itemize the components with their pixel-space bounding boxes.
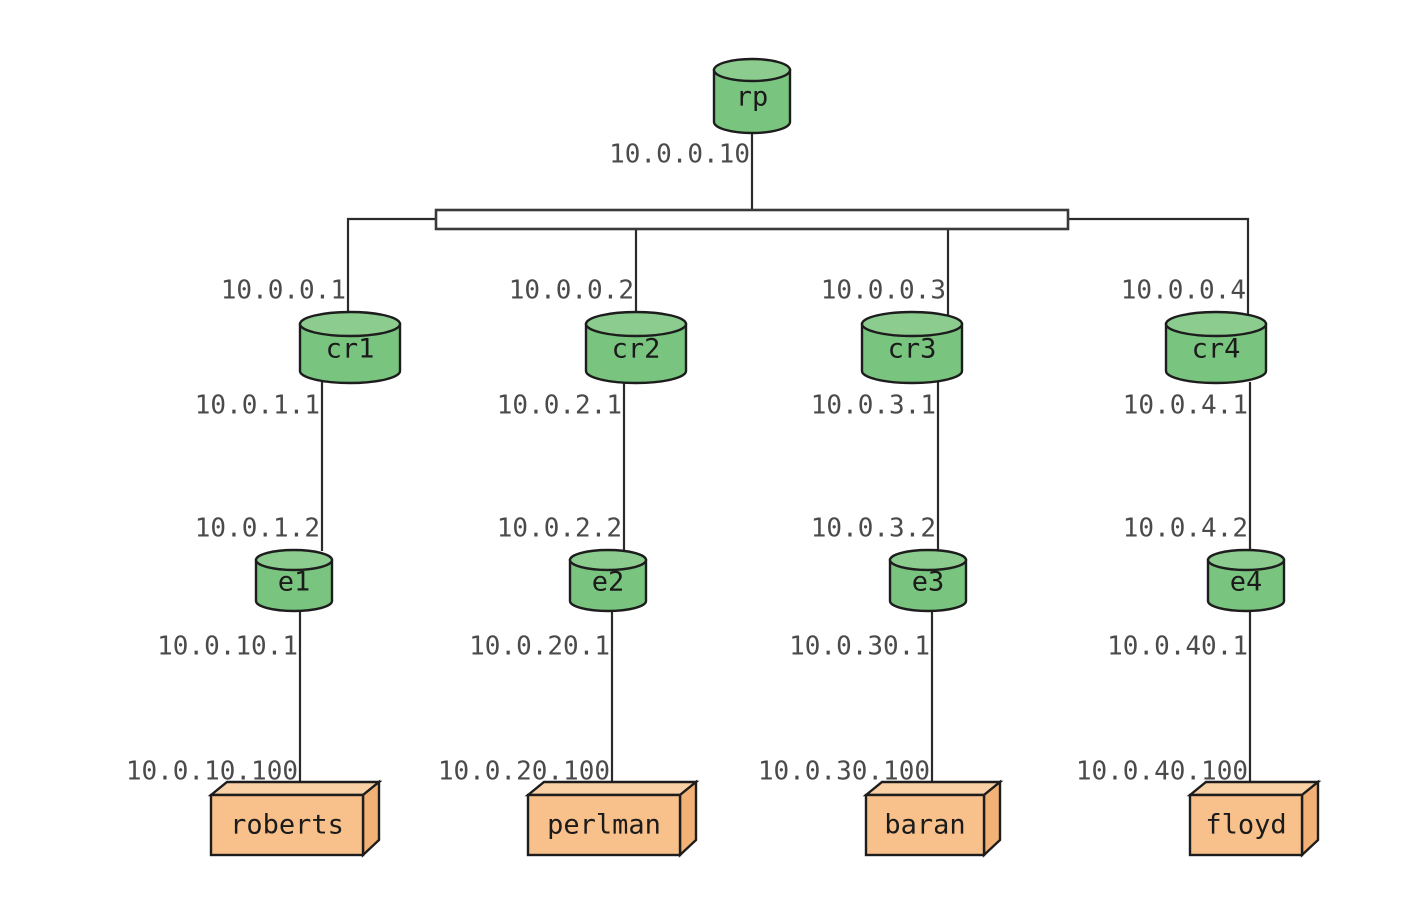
e3-cylinder-body: [888, 558, 968, 613]
node-floyd[interactable]: floyd: [1186, 779, 1322, 858]
edge-label-baran-up: 10.0.30.100: [758, 757, 930, 787]
e1-cylinder-body: [254, 558, 334, 613]
edge-label-rp-bus: 10.0.0.10: [609, 140, 750, 170]
edge-label-e2-up: 10.0.2.2: [497, 514, 622, 544]
e3-cylinder-top: [888, 548, 968, 572]
edge-label-bus-cr4: 10.0.0.4: [1121, 276, 1246, 306]
edge-label-cr2-down: 10.0.2.1: [497, 391, 622, 421]
edge-bus-to-cr1: [346, 217, 436, 318]
edge-label-cr4-down: 10.0.4.1: [1123, 391, 1248, 421]
perlman-label: perlman: [547, 810, 661, 841]
edge-label-floyd-up: 10.0.40.100: [1076, 757, 1248, 787]
edge-bus-to-cr4: [1068, 217, 1250, 318]
cr4-label: cr4: [1192, 334, 1241, 365]
edge-label-bus-cr2: 10.0.0.2: [509, 276, 634, 306]
node-e4[interactable]: e4: [1206, 548, 1286, 613]
cr4-cylinder-body: [1164, 322, 1268, 385]
e4-cylinder-body: [1206, 558, 1286, 613]
baran-label: baran: [884, 810, 965, 841]
node-cr3[interactable]: cr3: [860, 310, 964, 385]
roberts-label: roberts: [230, 810, 344, 841]
e4-label: e4: [1230, 567, 1263, 598]
edge-label-e3-down: 10.0.30.1: [789, 632, 930, 662]
edge-label-cr1-down: 10.0.1.1: [195, 391, 320, 421]
edge-label-perlman-up: 10.0.20.100: [438, 757, 610, 787]
roberts-box-side: [361, 779, 381, 858]
roberts-box-front: [209, 793, 365, 857]
rp-cylinder-top: [712, 57, 792, 83]
cr2-label: cr2: [612, 334, 661, 365]
rp-cylinder-body: [712, 68, 792, 135]
node-e1[interactable]: e1: [254, 548, 334, 613]
rp-label: rp: [736, 82, 769, 113]
edge-label-e4-down: 10.0.40.1: [1107, 632, 1248, 662]
node-e3[interactable]: e3: [888, 548, 968, 613]
bus-bar[interactable]: [434, 208, 1070, 231]
e2-cylinder-top: [568, 548, 648, 572]
floyd-box-side: [1300, 779, 1320, 858]
edge-label-bus-cr3: 10.0.0.3: [821, 276, 946, 306]
edge-label-cr3-down: 10.0.3.1: [811, 391, 936, 421]
baran-box-front: [864, 793, 986, 857]
node-perlman[interactable]: perlman: [524, 779, 700, 858]
edge-label-e4-up: 10.0.4.2: [1123, 514, 1248, 544]
cr2-cylinder-body: [584, 322, 688, 385]
edge-group: [298, 134, 1252, 790]
floyd-box-front: [1188, 793, 1304, 857]
e2-cylinder-body: [568, 558, 648, 613]
e1-cylinder-top: [254, 548, 334, 572]
e3-label: e3: [912, 567, 945, 598]
edge-label-group: 10.0.0.10 10.0.0.1 10.0.0.2 10.0.0.3 10.…: [126, 140, 1248, 787]
node-cr2[interactable]: cr2: [584, 310, 688, 385]
perlman-box-front: [526, 793, 682, 857]
e1-label: e1: [278, 567, 311, 598]
node-e2[interactable]: e2: [568, 548, 648, 613]
edge-label-roberts-up: 10.0.10.100: [126, 757, 298, 787]
e2-label: e2: [592, 567, 625, 598]
node-roberts[interactable]: roberts: [207, 779, 383, 858]
edge-label-e1-down: 10.0.10.1: [157, 632, 298, 662]
cr1-cylinder-body: [298, 322, 402, 385]
cr3-cylinder-top: [860, 310, 964, 338]
cr4-cylinder-top: [1164, 310, 1268, 338]
node-cr4[interactable]: cr4: [1164, 310, 1268, 385]
node-baran[interactable]: baran: [862, 779, 1004, 858]
edge-label-bus-cr1: 10.0.0.1: [221, 276, 346, 306]
e4-cylinder-top: [1206, 548, 1286, 572]
floyd-label: floyd: [1205, 810, 1286, 841]
node-cr1[interactable]: cr1: [298, 310, 402, 385]
cr1-label: cr1: [326, 334, 375, 365]
cr2-cylinder-top: [584, 310, 688, 338]
cr3-label: cr3: [888, 334, 937, 365]
cr1-cylinder-top: [298, 310, 402, 338]
perlman-box-side: [678, 779, 698, 858]
edge-label-e1-up: 10.0.1.2: [195, 514, 320, 544]
cr3-cylinder-body: [860, 322, 964, 385]
baran-box-side: [982, 779, 1002, 858]
node-rp[interactable]: rp: [712, 57, 792, 135]
edge-label-e2-down: 10.0.20.1: [469, 632, 610, 662]
edge-label-e3-up: 10.0.3.2: [811, 514, 936, 544]
